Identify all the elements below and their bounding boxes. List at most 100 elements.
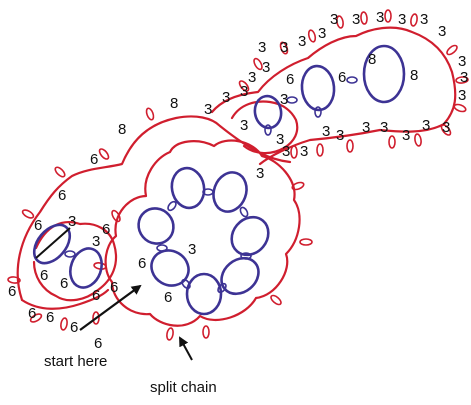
chain-lines: [16, 26, 457, 327]
picot: [279, 41, 289, 55]
count-3: 3: [438, 23, 446, 40]
join: [167, 200, 177, 212]
count-3: 3: [460, 69, 468, 86]
annotations: start here split chain: [44, 284, 217, 396]
picot: [299, 238, 313, 246]
count-6: 6: [70, 319, 78, 336]
count-6: 6: [58, 187, 66, 204]
count-6: 6: [110, 279, 118, 296]
picot: [98, 148, 110, 160]
join: [181, 278, 191, 290]
ring-divider-line: [35, 227, 71, 259]
picot: [166, 327, 174, 341]
picot: [453, 103, 467, 113]
count-3: 3: [188, 241, 196, 258]
picot: [253, 57, 263, 71]
upper-ring: [362, 44, 406, 104]
join: [286, 96, 298, 104]
picot: [145, 107, 155, 121]
join: [264, 124, 272, 136]
picot: [111, 209, 121, 223]
count-6: 6: [102, 221, 110, 238]
count-6: 6: [164, 289, 172, 306]
count-3: 3: [68, 213, 76, 230]
count-3: 3: [248, 69, 256, 86]
picot: [60, 317, 68, 331]
picot: [440, 124, 452, 136]
count-3: 3: [420, 11, 428, 28]
count-6: 6: [94, 335, 102, 352]
picot: [336, 15, 344, 29]
count-3: 3: [92, 233, 100, 250]
start-here-arrow: [79, 284, 142, 331]
split-chain-arrow: [179, 336, 193, 361]
count-3: 3: [280, 39, 288, 56]
count-3: 3: [458, 87, 466, 104]
flower-ring: [137, 207, 175, 245]
count-3: 3: [204, 101, 212, 118]
count-3: 3: [240, 117, 248, 134]
count-6: 6: [8, 283, 16, 300]
flower-ring: [212, 171, 248, 213]
count-3: 3: [442, 119, 450, 136]
count-3: 3: [330, 11, 338, 28]
count-8: 8: [410, 67, 418, 84]
split-chain-caption: split chain: [150, 379, 217, 396]
count-8: 8: [170, 95, 178, 112]
picot: [7, 276, 21, 284]
count-6: 6: [60, 275, 68, 292]
picots: [7, 9, 469, 341]
count-3: 3: [376, 9, 384, 26]
count-3: 3: [256, 165, 264, 182]
join: [217, 282, 227, 294]
count-3: 3: [262, 59, 270, 76]
join: [346, 76, 358, 84]
count-6: 6: [28, 305, 36, 322]
picot: [410, 13, 418, 27]
count-6: 6: [46, 309, 54, 326]
outer-chain: [16, 115, 292, 310]
count-8: 8: [118, 121, 126, 138]
join: [156, 244, 168, 252]
flower-ring: [230, 215, 270, 257]
upper-ring: [300, 64, 336, 112]
count-3: 3: [422, 117, 430, 134]
picot: [384, 9, 392, 23]
count-3: 3: [402, 127, 410, 144]
count-3: 3: [258, 39, 266, 56]
picot: [316, 143, 324, 157]
left-ring: [69, 247, 103, 289]
count-3: 3: [322, 123, 330, 140]
count-3: 3: [280, 91, 288, 108]
start-here-caption: start here: [44, 353, 107, 370]
rings: [32, 44, 406, 316]
picot: [446, 44, 458, 56]
flower-ring: [150, 249, 190, 287]
picot: [202, 325, 210, 339]
count-6: 6: [138, 255, 146, 272]
count-6: 6: [34, 217, 42, 234]
count-3: 3: [222, 89, 230, 106]
count-3: 3: [318, 25, 326, 42]
picot: [414, 133, 422, 147]
stitch-counts: 8 8 8 8 6 6 6 6 6 6 6 6 6 6 6 6 6 6 6 6 …: [8, 9, 468, 352]
count-3: 3: [298, 33, 306, 50]
join: [202, 188, 214, 196]
left-small-chain: [32, 221, 118, 302]
count-6: 6: [286, 71, 294, 88]
picot: [290, 145, 298, 159]
picot: [21, 209, 35, 219]
picot: [307, 29, 317, 43]
count-3: 3: [276, 131, 284, 148]
picot: [270, 294, 282, 306]
picot: [238, 80, 250, 92]
count-8: 8: [368, 51, 376, 68]
count-6: 6: [40, 267, 48, 284]
count-6: 6: [338, 69, 346, 86]
join: [239, 206, 249, 218]
picot: [29, 313, 43, 323]
left-ring: [32, 223, 72, 265]
picot: [388, 135, 396, 149]
picot: [54, 166, 66, 178]
